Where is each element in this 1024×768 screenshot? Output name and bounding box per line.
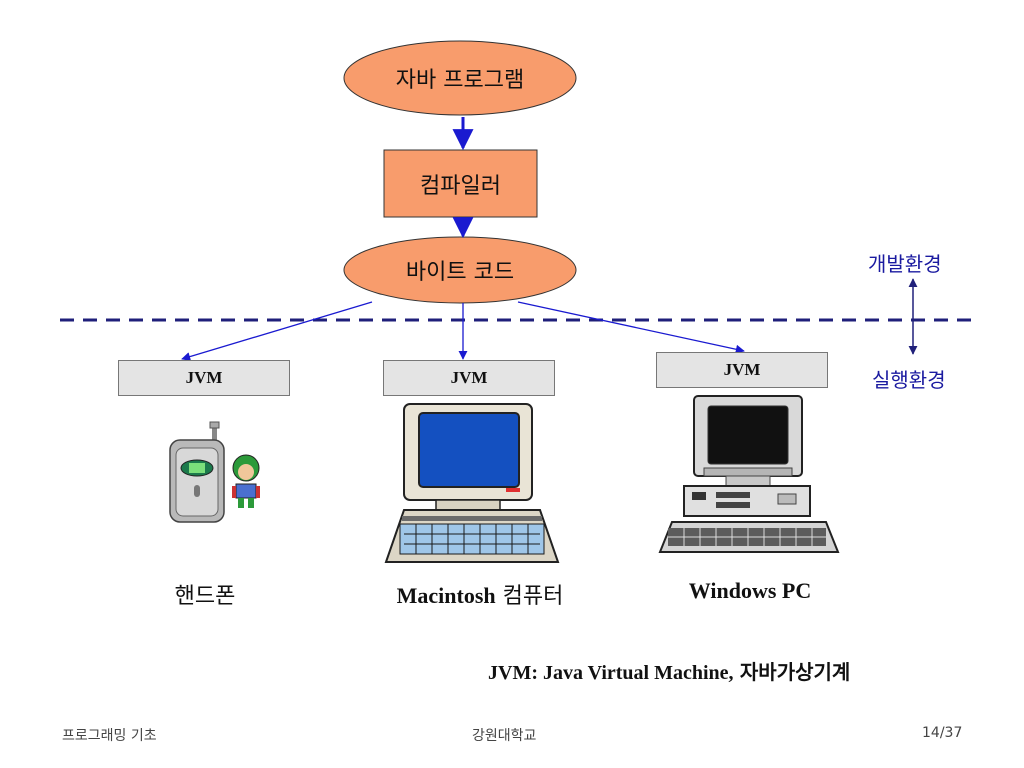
footer-page-number: 14/37 [922,725,963,741]
mac-label-prefix: Macintosh [396,583,496,608]
arrow-to-jvm-phone [181,301,373,362]
mac-label: Macintosh 컴퓨터 [360,578,600,610]
jvm-caption-suffix: 자바가상기계 [739,660,851,684]
bytecode-label: 바이트 코드 [405,260,515,285]
footer-course: 프로그래밍 기초 [62,728,157,744]
windows-label: Windows PC [688,578,812,603]
compiler-node [383,149,538,218]
windows-pc-icon [658,395,840,553]
jvm-caption: JVM: Java Virtual Machine, 자바가상기계 [488,656,850,685]
phone-label: 핸드폰 [174,584,236,609]
jvm-box-mac: JVM [383,360,555,396]
development-environment-label: 개발환경 [868,252,942,276]
jvm-caption-prefix: JVM: Java Virtual Machine, [488,662,734,684]
mobile-phone-icon [169,421,225,523]
footer-university: 강원대학교 [472,728,537,744]
java-program-label: 자바 프로그램 [395,68,525,93]
macintosh-computer-icon [384,403,560,563]
jvm-box-windows: JVM [656,352,828,388]
java-program-node [343,40,577,116]
arrow-to-jvm-windows [517,301,745,354]
compiler-label: 컴파일러 [420,174,501,199]
jvm-box-phone: JVM [118,360,290,396]
runtime-environment-label: 실행환경 [872,368,946,392]
cartoon-character-icon [232,454,260,508]
mac-label-suffix: 컴퓨터 [502,584,564,609]
